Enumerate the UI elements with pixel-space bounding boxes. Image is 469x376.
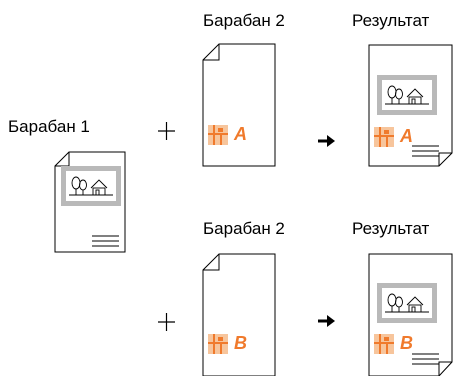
letter-a: A	[399, 126, 413, 146]
orange-map-icon	[207, 124, 229, 146]
letter-b: B	[400, 333, 413, 353]
letter-b: B	[234, 333, 247, 353]
result-top-label: Результат	[352, 11, 430, 30]
arrow-right-icon	[316, 133, 337, 149]
result-top-page: A	[368, 44, 453, 167]
drum2-bottom-label: Барабан 2	[203, 219, 285, 238]
orange-map-icon	[373, 126, 395, 148]
orange-map-icon	[207, 333, 229, 355]
letter-a: A	[233, 124, 247, 144]
plus-icon	[158, 122, 175, 140]
drum2-top-page: A	[202, 43, 276, 167]
drum1-label: Барабан 1	[8, 117, 90, 136]
result-bottom-page: B	[368, 253, 453, 376]
drum1-page	[54, 151, 126, 253]
photo-icon	[376, 282, 438, 324]
drum2-top-label: Барабан 2	[203, 11, 285, 30]
arrow-right-icon	[316, 313, 337, 329]
result-bottom-label: Результат	[352, 219, 430, 238]
photo-icon	[60, 165, 122, 207]
orange-map-icon	[373, 333, 395, 355]
plus-icon	[158, 313, 175, 331]
photo-icon	[376, 74, 438, 116]
drum2-bottom-page: B	[202, 253, 276, 376]
